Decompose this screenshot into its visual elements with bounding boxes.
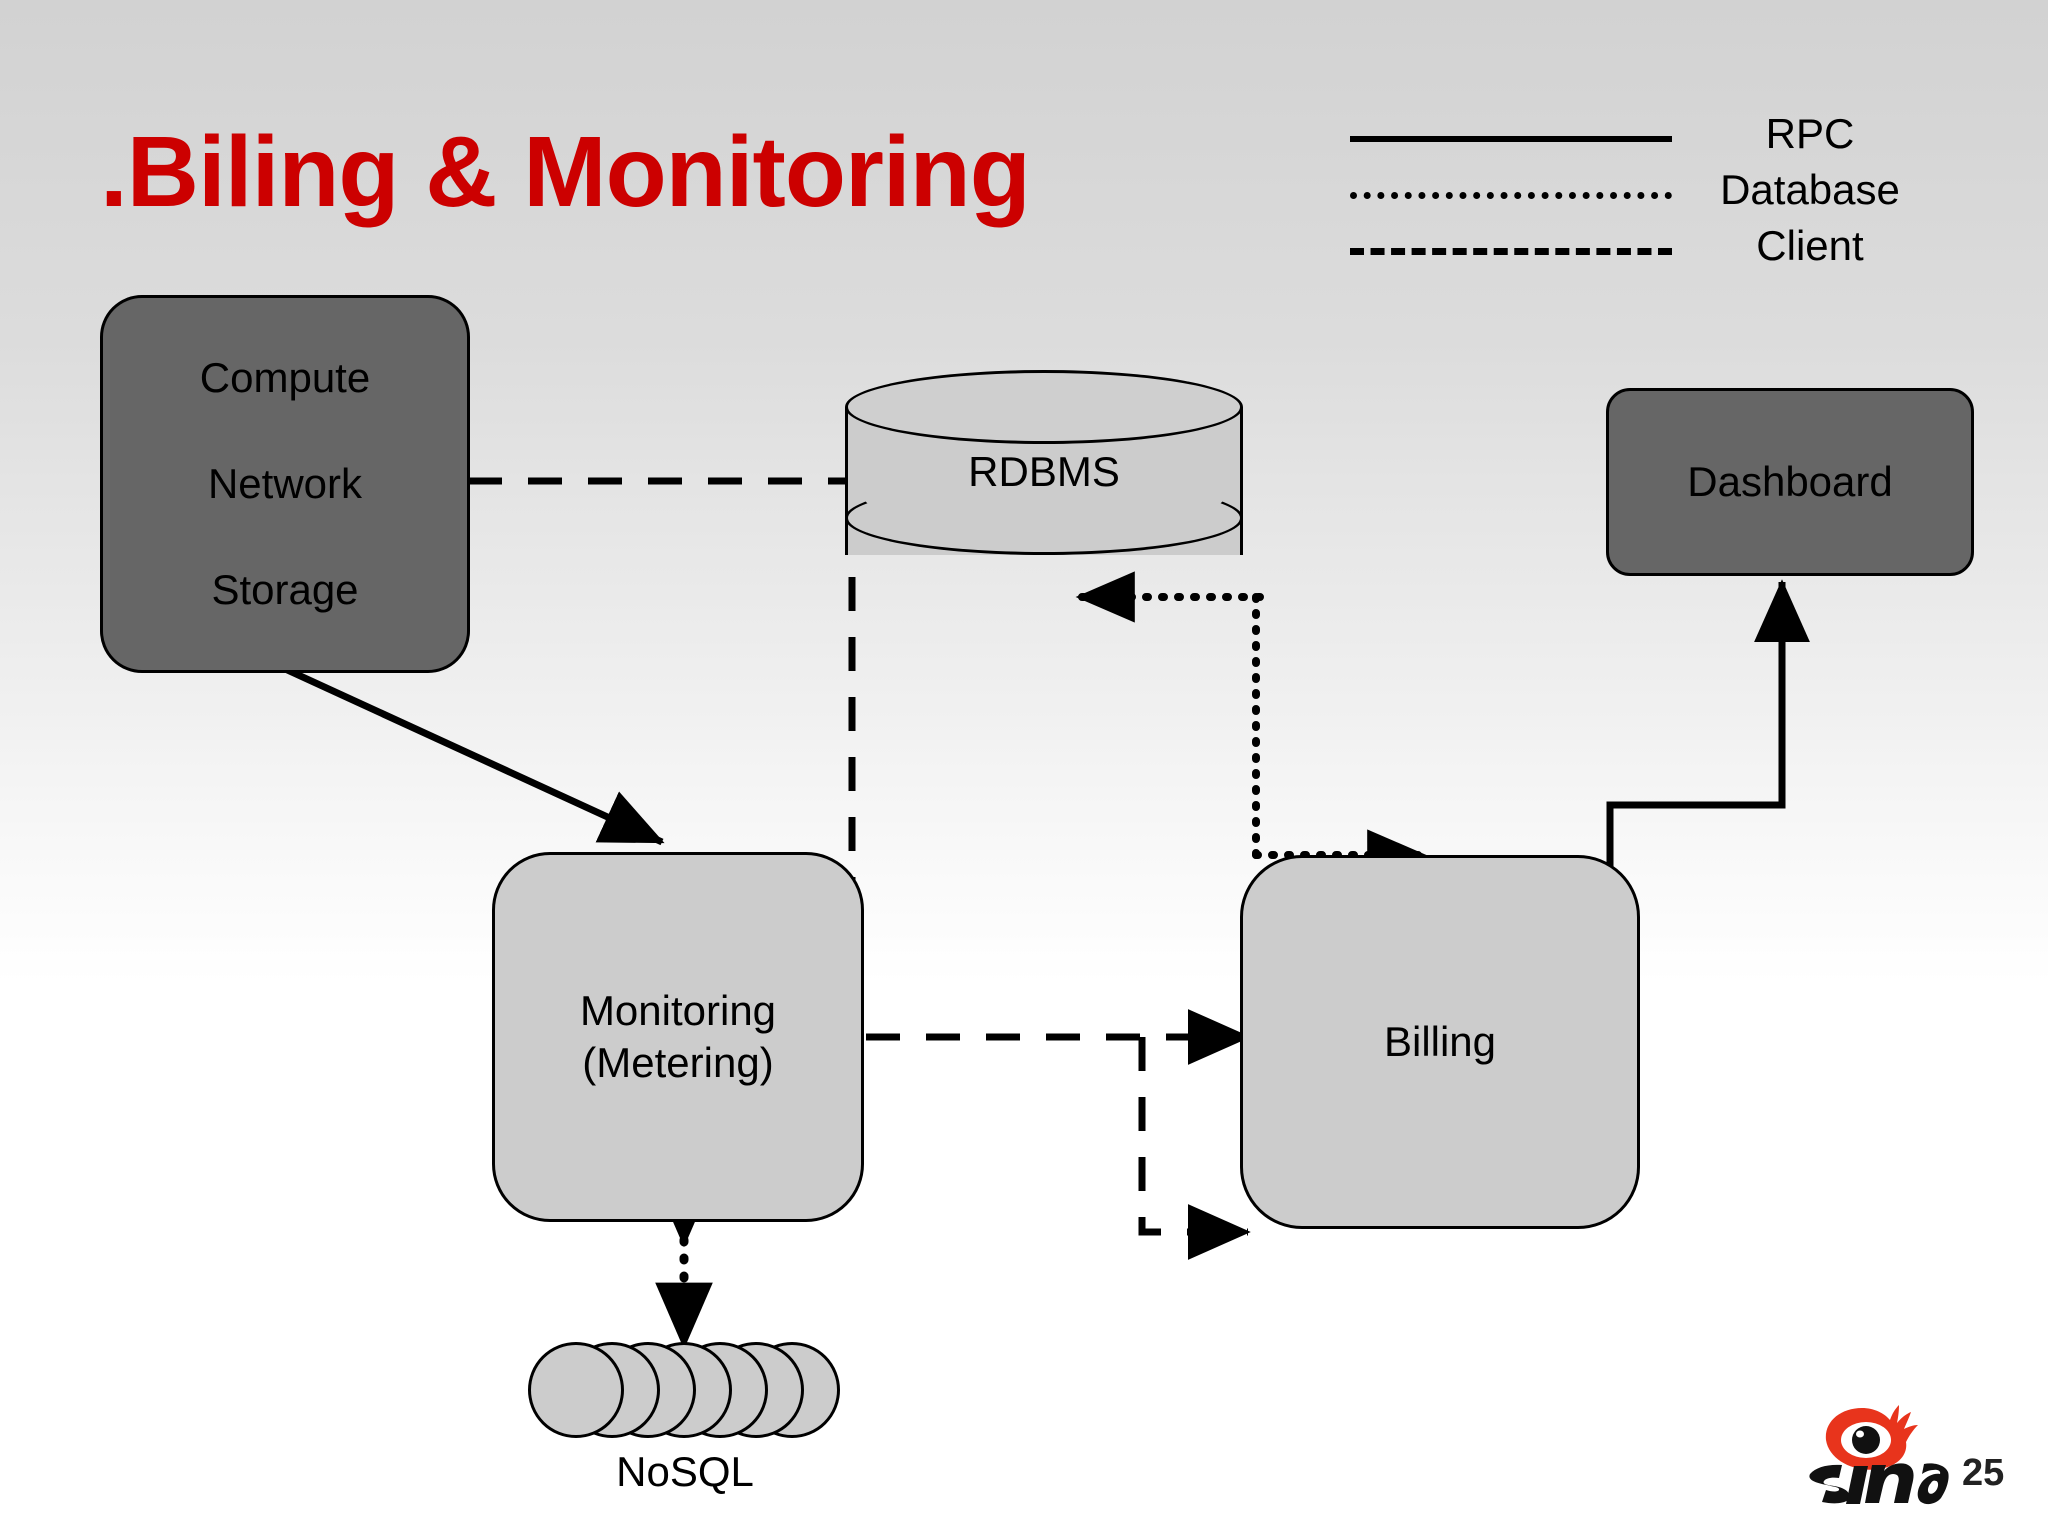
node-label-monitoring-line1: Monitoring — [579, 986, 777, 1034]
legend-label-database: Database — [1720, 166, 1900, 213]
sina-logo-icon — [1809, 1405, 1949, 1505]
node-billing[interactable]: Billing — [1240, 855, 1640, 1229]
legend-solid-line-icon — [1350, 136, 1672, 142]
node-label-monitoring-line2: (Metering) — [582, 1039, 774, 1086]
legend-label-client: Client — [1756, 222, 1864, 269]
legend-dashed-line-icon — [1350, 248, 1672, 255]
cylinder-top-shape — [845, 370, 1243, 444]
page-number: 25 — [1962, 1452, 2005, 1494]
node-label-rdbms: RDBMS — [968, 448, 1120, 495]
legend-dotted-line-icon — [1350, 192, 1672, 199]
legend-label-rpc: RPC — [1765, 110, 1855, 157]
legend: RPC Database Client — [1340, 100, 1940, 280]
resource-label-storage: Storage — [211, 565, 359, 613]
node-monitoring[interactable]: Monitoring (Metering) — [492, 852, 864, 1222]
legend-item-client: Client — [1340, 222, 1940, 278]
node-label-nosql: NoSQL — [616, 1448, 754, 1495]
resource-label-compute: Compute — [199, 353, 371, 401]
edge-monitoring-to-billing-lower — [1138, 1037, 1251, 1260]
resource-label-network: Network — [207, 459, 363, 507]
nosql-disc — [528, 1342, 624, 1438]
node-nosql[interactable] — [528, 1342, 840, 1442]
legend-item-database: Database — [1340, 166, 1940, 222]
node-dashboard[interactable]: Dashboard — [1606, 388, 1974, 576]
node-label-billing: Billing — [1383, 1017, 1497, 1065]
node-rdbms[interactable]: RDBMS — [845, 370, 1243, 592]
cylinder-bottom-shape — [845, 481, 1243, 555]
edge-resources-to-monitoring — [281, 664, 665, 846]
node-resources[interactable]: Compute Network Storage — [100, 295, 470, 673]
node-label-dashboard: Dashboard — [1687, 457, 1893, 505]
legend-item-rpc: RPC — [1340, 110, 1940, 166]
edge-resources-to-rdbms-monitoring — [468, 477, 856, 880]
page-title: .Biling & Monitoring — [100, 116, 1031, 228]
